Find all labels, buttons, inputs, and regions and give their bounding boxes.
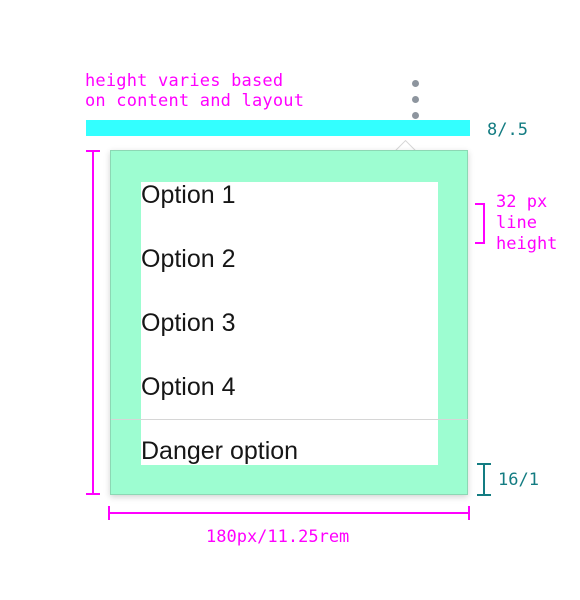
menu-content-area — [141, 182, 438, 465]
overflow-dot — [412, 80, 419, 87]
top-spacing-indicator — [86, 120, 470, 136]
menu-caret — [393, 137, 417, 151]
width-label: 180px/11.25rem — [206, 527, 350, 547]
bracket-stem — [483, 463, 485, 496]
line-height-bracket — [475, 203, 485, 244]
dimension-stem — [92, 150, 94, 495]
dimension-stem — [108, 512, 470, 514]
overflow-dot — [412, 112, 419, 119]
menu-option-4[interactable]: Option 4 — [141, 373, 236, 401]
menu-option-3[interactable]: Option 3 — [141, 309, 236, 337]
menu-danger-option[interactable]: Danger option — [141, 437, 299, 465]
line-height-label: 32 px line height — [496, 192, 558, 254]
menu-divider — [111, 419, 468, 420]
bracket-cap — [477, 494, 491, 496]
bracket-cap — [475, 203, 485, 205]
top-spacing-label: 8/.5 — [487, 120, 528, 140]
overflow-menu-vertical-icon[interactable] — [411, 80, 421, 120]
bottom-padding-bracket — [477, 463, 491, 496]
overflow-dot — [412, 96, 419, 103]
height-dimension-line — [86, 150, 100, 495]
menu-option-1[interactable]: Option 1 — [141, 181, 236, 209]
bracket-cap — [475, 242, 485, 244]
bracket-stem — [483, 203, 485, 244]
width-dimension-line — [108, 506, 470, 520]
bottom-padding-label: 16/1 — [498, 470, 539, 490]
dimension-cap — [86, 493, 100, 495]
height-note-annotation: height varies based on content and layou… — [85, 71, 305, 111]
menu-option-2[interactable]: Option 2 — [141, 245, 236, 273]
dimension-cap — [468, 506, 470, 520]
